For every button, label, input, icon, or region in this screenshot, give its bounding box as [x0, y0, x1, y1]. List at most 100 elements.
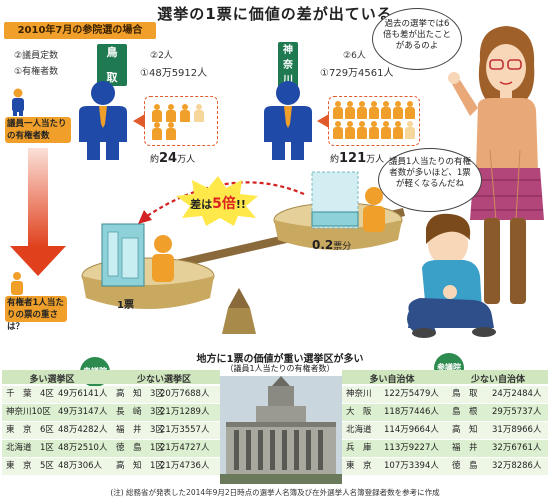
kanagawa-char-2: 奈 [283, 60, 293, 71]
legend-seats: ②議員定数 [14, 51, 59, 61]
kanagawa-per-member: 約121万人 [330, 151, 384, 166]
tottori-per-prefix: 約 [150, 155, 160, 165]
councillors-heavy-header: 多い自治体 [369, 375, 415, 385]
boy-speech-text: 議員1人当たりの有権者数が多いほど、1票が軽くなるんだね [389, 157, 471, 189]
district-name: 福 井 3区 [116, 425, 164, 435]
legend-voters: ①有権者数 [14, 67, 59, 77]
diff-c: !! [235, 198, 246, 211]
difference-starburst [176, 176, 258, 226]
tottori-member-icon [79, 81, 127, 160]
one-vote-label: 1票 [117, 300, 134, 311]
district-name: 高 知 3区 [116, 389, 164, 399]
voter-count: 49万6141人 [58, 389, 108, 399]
kanagawa-per-prefix: 約 [330, 155, 340, 165]
voter-count: 107万3394人 [384, 461, 439, 471]
diff-a: 差は [190, 198, 213, 211]
tottori-voter-figures [152, 104, 214, 140]
voter-count: 21万1289人 [160, 407, 210, 417]
tottori-per-member: 約24万人 [150, 151, 195, 166]
voter-count: 49万3147人 [58, 407, 108, 417]
district-name: 千 葉 4区 [6, 389, 54, 399]
kanagawa-voter-figures [333, 101, 417, 143]
voter-count: 32万8286人 [492, 461, 542, 471]
voter-count: 122万5479人 [384, 389, 439, 399]
councillors-light-header: 少ない自治体 [470, 375, 525, 385]
councillors-table: 神奈川 122万5479人 鳥 取 24万2484人大 阪 118万7446人 島 根 29… [342, 386, 548, 476]
tottori-char-1: 鳥 [106, 46, 118, 59]
table-row [342, 386, 548, 403]
table-row [2, 440, 220, 457]
small-vote-suffix: 票分 [333, 242, 352, 252]
kanagawa-label: 神 奈 川 [278, 42, 298, 88]
district-name: 徳 島 [452, 461, 478, 471]
woman-speech-bubble: 過去の選挙では6倍も差が出たことがあるのよ [372, 8, 462, 70]
district-name: 神奈川10区 [6, 407, 51, 417]
kanagawa-voters: ①729万4561人 [320, 68, 394, 79]
tottori-arrow-icon [133, 114, 145, 128]
district-name: 鳥 取 [452, 389, 478, 399]
table-row [2, 404, 220, 421]
district-name: 北海道 [346, 425, 372, 435]
weight-label-box [5, 296, 67, 322]
voter-count: 21万3557人 [160, 425, 210, 435]
page-title: 選挙の1票に価値の差が出ている [157, 5, 393, 23]
voter-count: 48万2510人 [58, 443, 108, 453]
voter-count: 32万6761人 [492, 443, 542, 453]
tottori-char-2: 取 [106, 71, 118, 84]
councillors-header-bar [342, 370, 548, 384]
reps-heavy-header: 多い選挙区 [29, 375, 75, 385]
tottori-per-value: 24 [159, 151, 178, 166]
kanagawa-per-value: 121 [339, 151, 367, 166]
voter-count: 48万4282人 [58, 425, 108, 435]
district-name: 北海道 1区 [6, 443, 54, 453]
table-row [342, 404, 548, 421]
voter-count: 118万7446人 [384, 407, 439, 417]
difference-label: 差は5倍!! [178, 193, 258, 213]
district-name: 神奈川 [346, 389, 372, 399]
table-row [342, 422, 548, 439]
voter-count: 31万8966人 [492, 425, 542, 435]
table-row [2, 458, 220, 475]
kanagawa-char-3: 川 [283, 75, 293, 86]
table-row [2, 386, 220, 403]
table-row [342, 440, 548, 457]
voter-count: 20万7688人 [160, 389, 210, 399]
voter-count: 114万9664人 [384, 425, 439, 435]
voter-count: 24万2484人 [492, 389, 542, 399]
tottori-label: 鳥 取 [97, 44, 127, 86]
district-name: 兵 庫 [346, 443, 372, 453]
district-name: 東 京 5区 [6, 461, 54, 471]
district-name: 島 根 [452, 407, 478, 417]
voter-count: 21万4727人 [160, 443, 210, 453]
reps-header-bar [2, 370, 220, 384]
voter-person-icon [11, 272, 23, 295]
voter-count: 21万4736人 [160, 461, 210, 471]
kanagawa-seats: ②6人 [343, 51, 366, 61]
district-name: 高 知 [452, 425, 478, 435]
boy-speech-bubble: 議員1人当たりの有権者数が多いほど、1票が軽くなるんだね [378, 148, 482, 212]
district-name: 長 崎 3区 [116, 407, 164, 417]
diet-building-image [220, 376, 342, 484]
kanagawa-char-1: 神 [283, 45, 293, 56]
woman-character [448, 26, 544, 304]
small-vote-label: 0.2票分 [312, 238, 351, 252]
district-name: 大 阪 [346, 407, 372, 417]
regional-subtitle: （議員1人当たりの有権者数） [225, 364, 335, 373]
district-name: 東 京 [346, 461, 372, 471]
tottori-per-suffix: 万人 [177, 155, 196, 165]
member-person-icon [12, 88, 24, 116]
regional-title: 地方に1票の価値が重い選挙区が多い [196, 354, 364, 365]
kanagawa-member-icon [264, 81, 312, 160]
district-name: 高 知 1区 [116, 461, 164, 471]
boy-character [407, 213, 496, 338]
reps-light-header: 少ない選挙区 [136, 375, 191, 385]
voter-count: 29万5737人 [492, 407, 542, 417]
kanagawa-arrow-icon [317, 114, 329, 128]
table-row [342, 458, 548, 475]
election-subhead: 2010年7月の参院選の場合 [4, 22, 156, 39]
per-member-label-box [5, 117, 71, 143]
district-name: 東 京 6区 [6, 425, 54, 435]
small-vote-value: 0.2 [312, 238, 334, 252]
woman-speech-text: 過去の選挙では6倍も差が出たことがあるのよ [383, 19, 452, 51]
